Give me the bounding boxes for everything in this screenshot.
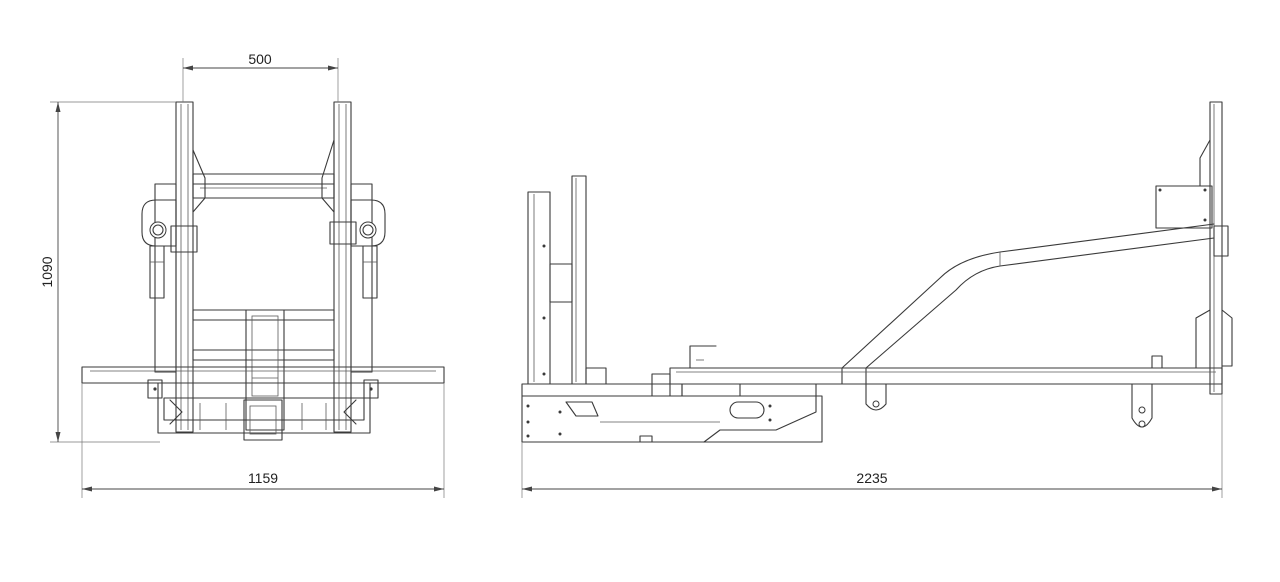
dimension-1090 (50, 101, 176, 443)
dimension-1090-label: 1090 (39, 256, 55, 287)
front-view (81, 101, 445, 441)
dimension-1159 (81, 383, 445, 498)
dimension-2235-label: 2235 (856, 470, 887, 486)
dimension-500 (182, 58, 339, 102)
dimension-1159-label: 1159 (248, 470, 278, 486)
dimension-2235 (521, 394, 1223, 498)
dimension-500-label: 500 (248, 51, 272, 67)
side-view (521, 101, 1233, 443)
